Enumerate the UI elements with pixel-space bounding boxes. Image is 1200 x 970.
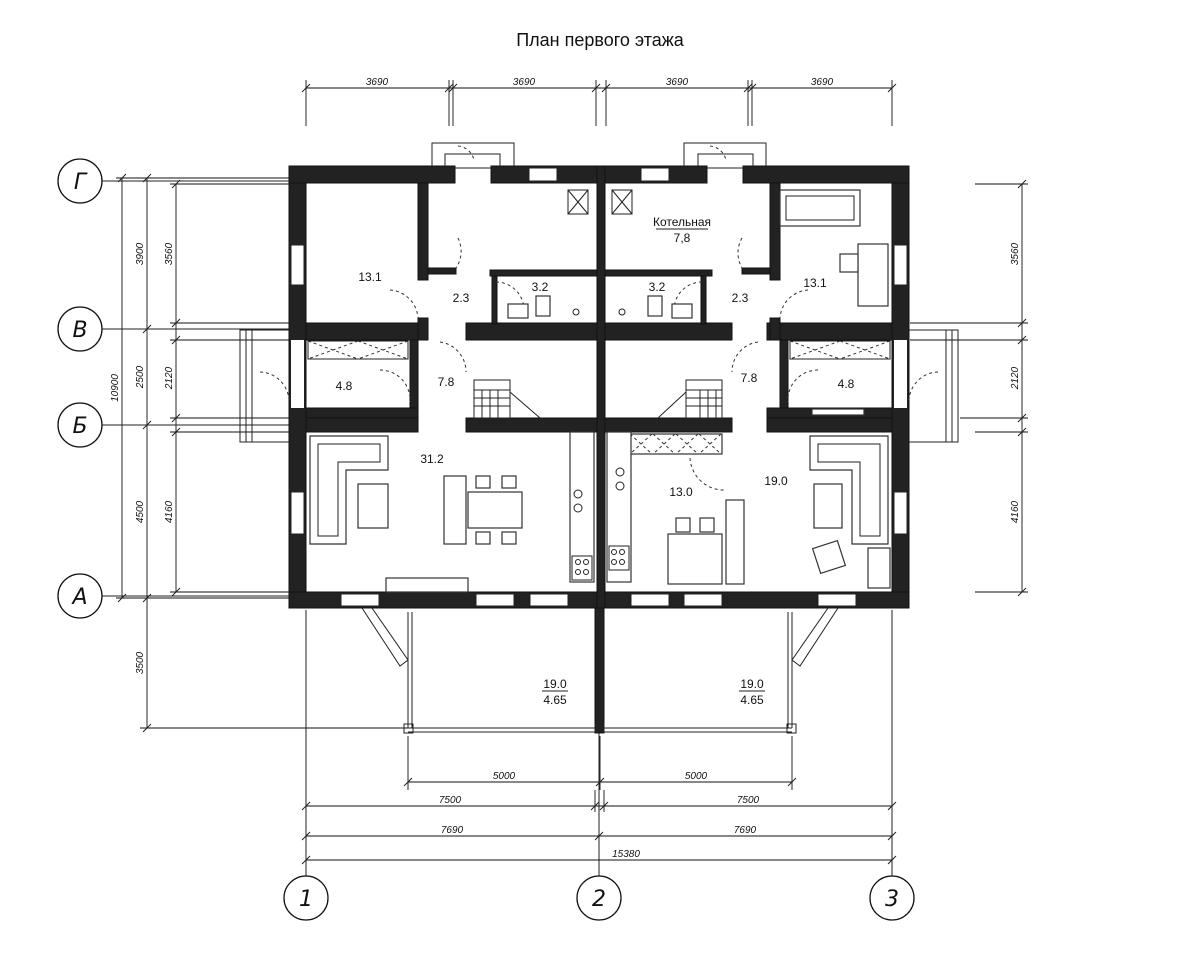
right-kitchen-counter — [606, 431, 632, 583]
axis-marker-3: 3 — [869, 875, 915, 921]
axis-label-2: 2 — [592, 887, 606, 912]
left-bath-fixtures — [507, 295, 580, 319]
axis-marker-b: Б — [57, 402, 103, 448]
right-shelf — [811, 408, 865, 416]
axis-marker-2: 2 — [576, 875, 622, 921]
axis-marker-v: В — [57, 306, 103, 352]
room-boiler-name: Котельная — [653, 215, 711, 229]
room-right-vestibule: 4.8 — [838, 377, 855, 391]
axis-marker-g: Г — [57, 158, 103, 204]
left-vent-box — [567, 189, 589, 215]
axis-marker-1: 1 — [283, 875, 329, 921]
axis-label-1: 1 — [299, 887, 313, 912]
dim-bottom-total: 15380 — [612, 849, 640, 860]
dim-right-1: 3560 — [1010, 242, 1021, 265]
room-left-hall-small: 2.3 — [453, 291, 470, 305]
terrace-left-sub: 4.65 — [543, 693, 567, 707]
dim-bottom-row2-left: 7690 — [441, 825, 464, 836]
right-bath-fixtures — [618, 295, 693, 319]
axis-label-3: 3 — [885, 887, 899, 912]
left-kitchen-counter — [569, 431, 595, 583]
axis-marker-a: А — [57, 573, 103, 619]
staircase-left — [473, 379, 541, 419]
left-coffee-table — [357, 483, 389, 529]
left-tv-unit — [385, 577, 469, 593]
right-kitchen-cabinets — [629, 433, 723, 455]
dim-left-total: 10900 — [110, 374, 121, 402]
dim-bottom-row2-right: 7690 — [734, 825, 757, 836]
axis-label-b: Б — [72, 414, 87, 439]
side-porches — [239, 329, 959, 443]
dim-left-inner-2: 2120 — [164, 366, 175, 390]
right-desk — [839, 243, 889, 307]
wardrobe-right — [789, 340, 891, 360]
right-dimension-lines — [910, 179, 1028, 597]
right-coffee-table — [813, 483, 843, 529]
dim-left-mid-2: 2500 — [135, 365, 146, 389]
axis-label-v: В — [72, 318, 87, 343]
right-vent-box — [611, 189, 633, 215]
dim-top-4: 3690 — [811, 77, 834, 88]
dim-bottom-terrace-left: 5000 — [493, 771, 516, 782]
room-right-bath: 3.2 — [649, 280, 666, 294]
right-bed — [779, 189, 861, 227]
room-left-living: 31.2 — [420, 452, 444, 466]
door-swings — [259, 145, 939, 491]
building-walls — [288, 165, 910, 609]
dim-left-inner-3: 4160 — [164, 500, 175, 523]
dim-top-1: 3690 — [366, 77, 389, 88]
dim-left-mid-1: 3900 — [135, 242, 146, 265]
terrace-right-sub: 4.65 — [740, 693, 764, 707]
dim-left-inner-1: 3560 — [164, 242, 175, 265]
dim-bottom-row1-left: 7500 — [439, 795, 462, 806]
dim-top-2: 3690 — [513, 77, 536, 88]
room-right-kitchen: 13.0 — [669, 485, 693, 499]
right-armchair — [811, 539, 847, 575]
room-right-hall: 7.8 — [741, 371, 758, 385]
room-right-hall-small: 2.3 — [732, 291, 749, 305]
right-sofa — [809, 435, 889, 545]
plan-title: План первого этажа — [516, 30, 685, 50]
room-left-bath: 3.2 — [532, 280, 549, 294]
room-boiler-area: 7,8 — [674, 231, 691, 245]
terrace-left-area: 19.0 — [543, 677, 567, 691]
axis-label-g: Г — [74, 170, 88, 195]
top-dimension-line — [301, 80, 897, 126]
dim-left-terrace: 3500 — [135, 651, 146, 674]
dim-right-2: 2120 — [1010, 366, 1021, 390]
dim-top-3: 3690 — [666, 77, 689, 88]
top-entrance-porches — [431, 142, 767, 169]
room-left-vestibule: 4.8 — [336, 379, 353, 393]
right-tv-unit — [867, 547, 891, 589]
terrace — [361, 607, 839, 734]
right-dining-set — [667, 499, 745, 585]
left-dining-set — [443, 475, 523, 545]
room-right-living: 19.0 — [764, 474, 788, 488]
room-left-bedroom: 13.1 — [358, 270, 382, 284]
dim-bottom-terrace-right: 5000 — [685, 771, 708, 782]
dim-bottom-row1-right: 7500 — [737, 795, 760, 806]
axis-label-a: А — [70, 585, 87, 610]
room-left-hall: 7.8 — [438, 375, 455, 389]
terrace-right-area: 19.0 — [740, 677, 764, 691]
staircase-right — [657, 379, 723, 419]
horizontal-axis-lines — [102, 180, 300, 597]
wardrobe-left — [307, 340, 409, 360]
dim-right-3: 4160 — [1010, 500, 1021, 523]
bottom-dimension-lines — [301, 736, 897, 865]
dim-left-mid-3: 4500 — [135, 500, 146, 523]
room-right-bedroom: 13.1 — [803, 276, 827, 290]
left-sofa — [309, 435, 389, 545]
